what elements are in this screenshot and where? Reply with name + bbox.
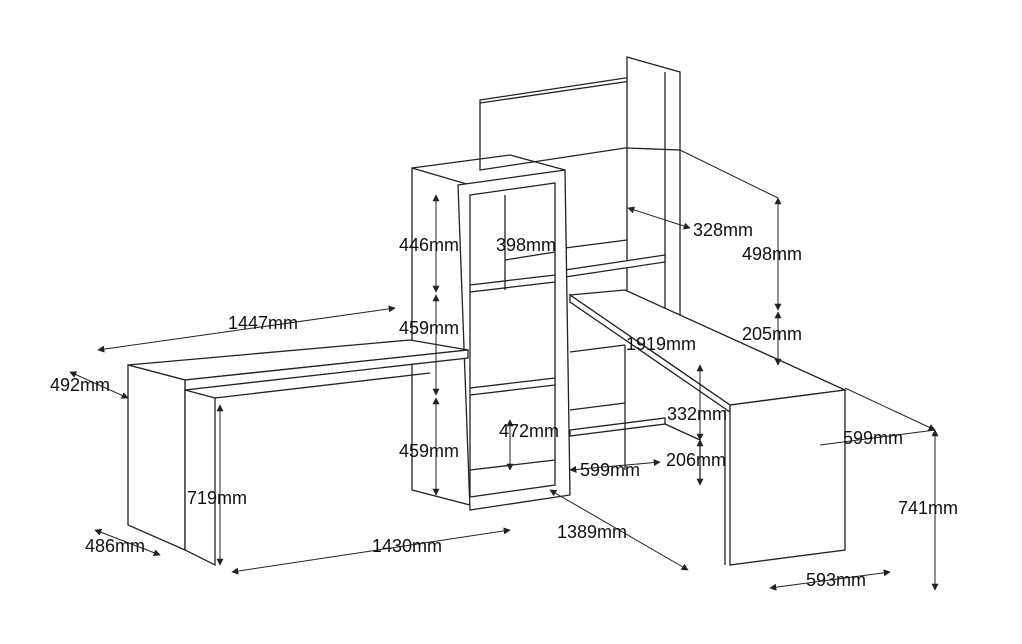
dim-right-low-shelf: 206mm (666, 450, 727, 470)
dim-right-desk-depth: 599mm (843, 428, 904, 448)
dim-right-base-length: 1389mm (557, 522, 628, 542)
dim-desk-left-depth: 492mm (50, 375, 111, 395)
dim-overall-height: 741mm (898, 498, 959, 518)
dim-right-shelf-height: 332mm (667, 404, 728, 424)
dim-tower-middle: 459mm (399, 318, 460, 338)
dim-upper-height: 498mm (742, 244, 803, 264)
dim-tower-top: 446mm (399, 235, 460, 255)
dim-desk-left-base-length: 1430mm (372, 536, 443, 556)
dim-tower-depth: 599mm (580, 460, 641, 480)
dim-right-leg-depth: 593mm (806, 570, 867, 590)
dim-upper-gap: 205mm (742, 324, 803, 344)
dim-desk-left-leg-depth: 486mm (85, 536, 146, 556)
dim-desk-left-length: 1447mm (228, 313, 299, 333)
dimension-lines (69, 149, 939, 591)
dim-tower-width: 398mm (496, 235, 557, 255)
dim-desk-left-height: 719mm (187, 488, 248, 508)
dim-upper-shelf-depth: 328mm (693, 220, 754, 240)
dim-tower-bottom: 459mm (399, 441, 460, 461)
dim-right-desk-length: 1919mm (626, 334, 697, 354)
dim-tower-lower-width: 472mm (499, 421, 560, 441)
